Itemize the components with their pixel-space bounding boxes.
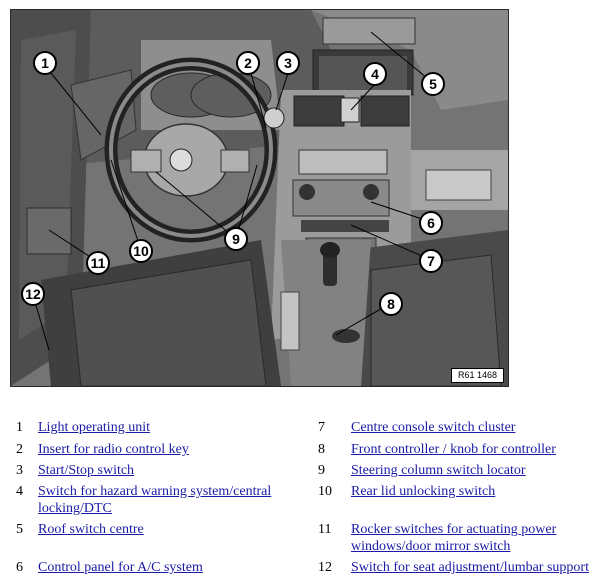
legend-item-7: 7 Centre console switch cluster xyxy=(318,419,610,437)
legend-item-1: 1 Light operating unit xyxy=(16,419,306,437)
callout-7: 7 xyxy=(419,249,443,273)
legend-item-5: 5 Roof switch centre xyxy=(16,521,306,539)
legend-number: 12 xyxy=(318,560,332,575)
callout-8: 8 xyxy=(379,292,403,316)
legend-number: 5 xyxy=(16,522,23,537)
legend-link-front-controller[interactable]: Front controller / knob for controller xyxy=(351,442,556,457)
legend-item-11: 11 Rocker switches for actuating power w… xyxy=(318,521,610,557)
legend-item-9: 9 Steering column switch locator xyxy=(318,462,610,480)
callout-5: 5 xyxy=(421,72,445,96)
legend-item-8: 8 Front controller / knob for controller xyxy=(318,441,610,459)
legend-item-3: 3 Start/Stop switch xyxy=(16,462,306,480)
callout-1: 1 xyxy=(33,51,57,75)
legend-link-light-operating-unit[interactable]: Light operating unit xyxy=(38,420,150,435)
figure-reference-code: R61 1468 xyxy=(450,368,504,383)
legend-number: 10 xyxy=(318,484,332,499)
callout-10: 10 xyxy=(129,239,153,263)
legend-number: 3 xyxy=(16,463,23,478)
legend-item-6: 6 Control panel for A/C system xyxy=(16,559,306,577)
legend-number: 2 xyxy=(16,442,23,457)
legend-link-roof-switch-centre[interactable]: Roof switch centre xyxy=(38,522,144,537)
legend-link-centre-console-cluster[interactable]: Centre console switch cluster xyxy=(351,420,516,435)
legend-number: 1 xyxy=(16,420,23,435)
legend-link-radio-key-insert[interactable]: Insert for radio control key xyxy=(38,442,189,457)
legend-number: 9 xyxy=(318,463,325,478)
legend-item-12: 12 Switch for seat adjustment/lumbar sup… xyxy=(318,559,614,577)
legend-number: 6 xyxy=(16,560,23,575)
callout-2: 2 xyxy=(236,51,260,75)
callout-4: 4 xyxy=(363,62,387,86)
callout-12: 12 xyxy=(21,282,45,306)
legend-number: 4 xyxy=(16,484,23,499)
callout-3: 3 xyxy=(276,51,300,75)
dashboard-figure: 1 2 3 4 5 6 7 8 9 10 11 12 R61 1468 xyxy=(10,9,509,387)
legend-link-ac-control-panel[interactable]: Control panel for A/C system xyxy=(38,560,203,575)
legend-link-rear-lid-switch[interactable]: Rear lid unlocking switch xyxy=(351,484,496,499)
callout-6: 6 xyxy=(419,211,443,235)
dashboard-illustration xyxy=(11,10,508,386)
legend-link-start-stop-switch[interactable]: Start/Stop switch xyxy=(38,463,135,478)
legend-link-hazard-switch[interactable]: Switch for hazard warning system/central… xyxy=(38,484,272,516)
legend-number: 11 xyxy=(318,522,332,537)
callout-11: 11 xyxy=(86,251,110,275)
legend-number: 7 xyxy=(318,420,325,435)
legend-link-seat-adjustment[interactable]: Switch for seat adjustment/lumbar suppor… xyxy=(351,560,589,575)
legend-link-rocker-switches[interactable]: Rocker switches for actuating power wind… xyxy=(351,522,557,554)
legend-link-steering-column-switch[interactable]: Steering column switch locator xyxy=(351,463,526,478)
legend-item-10: 10 Rear lid unlocking switch xyxy=(318,483,610,501)
legend-number: 8 xyxy=(318,442,325,457)
legend-item-4: 4 Switch for hazard warning system/centr… xyxy=(16,483,306,519)
callout-9: 9 xyxy=(224,227,248,251)
legend-item-2: 2 Insert for radio control key xyxy=(16,441,306,459)
